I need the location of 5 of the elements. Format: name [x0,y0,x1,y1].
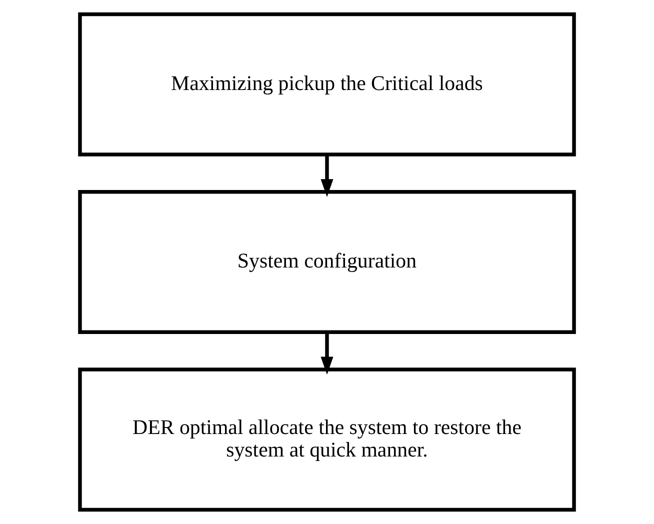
arrow [320,332,334,375]
arrow [320,154,334,198]
node-box: System configuration [78,190,576,334]
node-box: DER optimal allocate the system to restore the system at quick manner. [78,368,576,512]
node-box: Maximizing pickup the Critical loads [78,12,576,156]
